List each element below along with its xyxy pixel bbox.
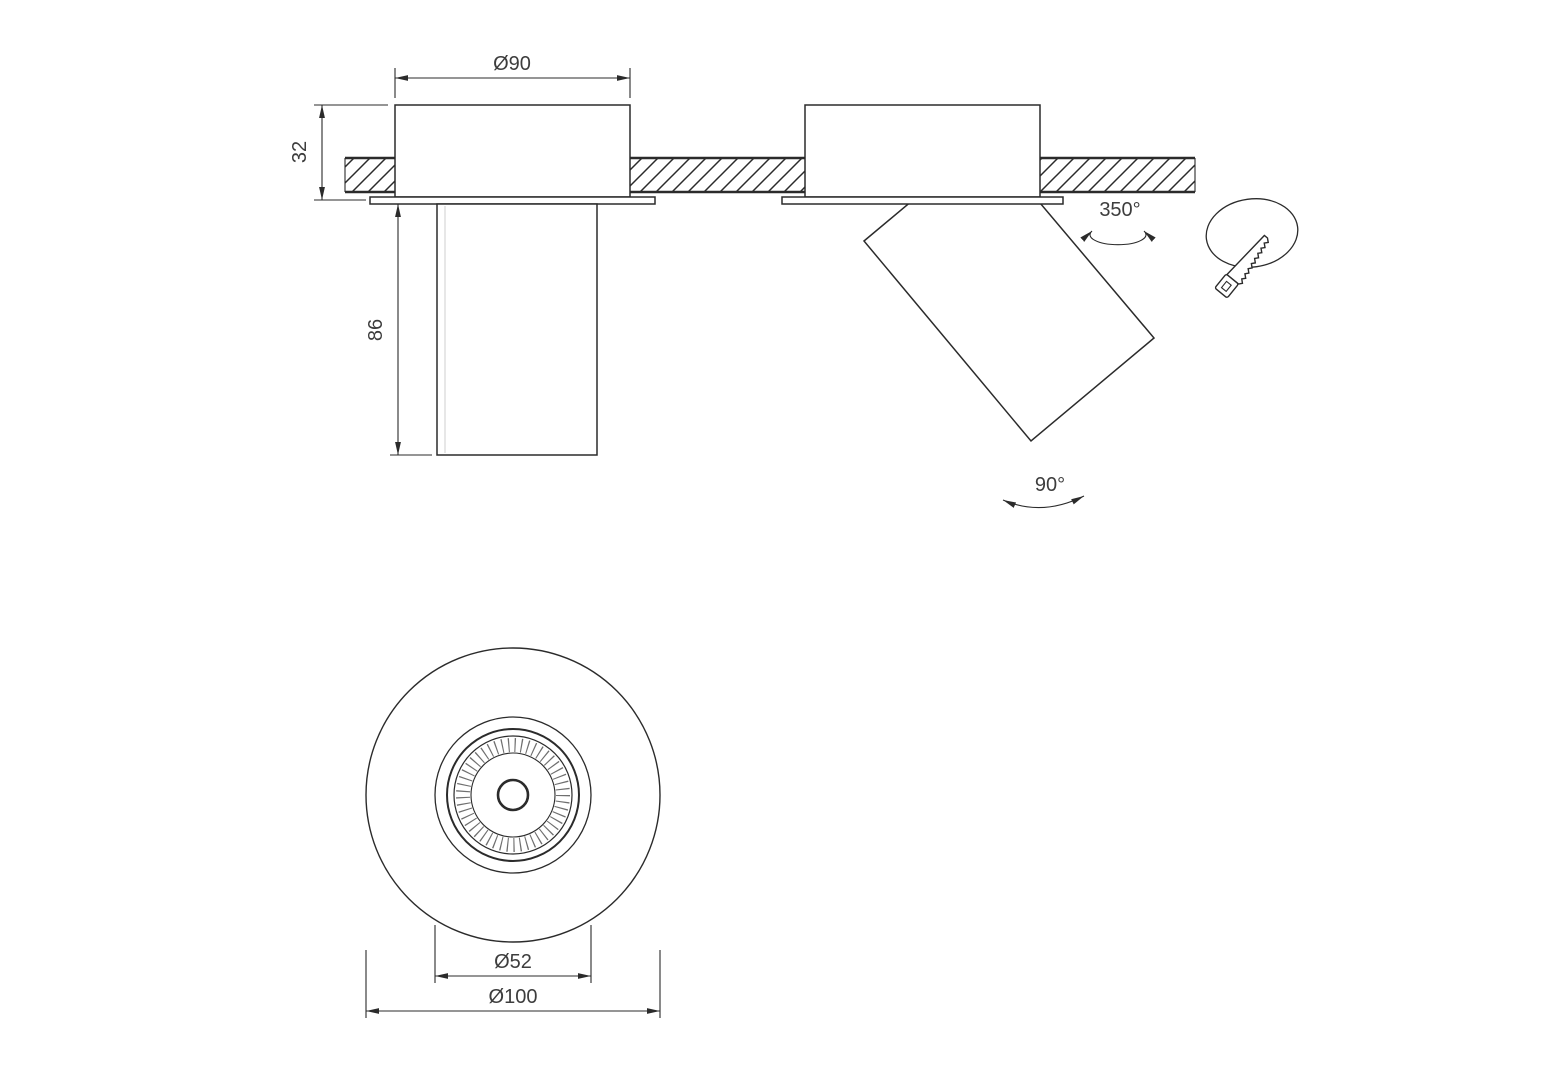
dim-label-diameter-90: Ø90 — [493, 53, 531, 75]
saw-icon — [1214, 234, 1270, 298]
mounting-flange-left — [369, 196, 656, 205]
tilt-angle-label: 90° — [1035, 474, 1065, 496]
rotation-annotation: 350° — [1080, 199, 1156, 246]
dim-label-depth-32: 32 — [289, 141, 311, 163]
dimension-diameter-52: Ø52 — [434, 925, 592, 983]
dim-label-diameter-52: Ø52 — [494, 951, 532, 973]
fixture-housing-left — [394, 104, 631, 198]
ceiling-hatch-segment — [345, 158, 395, 192]
ceiling-section — [344, 156, 1196, 194]
dimension-height-86: 86 — [365, 204, 432, 456]
bezel-outer-circle — [446, 728, 580, 862]
fixture-housing-right — [804, 104, 1041, 198]
bottom-view: Ø52 Ø100 — [365, 647, 661, 1018]
dimension-diameter-100: Ø100 — [365, 950, 661, 1018]
led-center-circle — [496, 778, 530, 812]
rotation-arrow — [1080, 230, 1156, 246]
tilt-annotation: 90° — [1002, 474, 1085, 509]
tilted-view: 350° 90° — [781, 104, 1299, 509]
dimension-depth-32: 32 — [289, 104, 388, 201]
front-view: Ø90 32 86 — [289, 53, 656, 456]
dim-label-diameter-100: Ø100 — [489, 986, 538, 1008]
ceiling-hatch-segment — [630, 158, 805, 192]
trim-inner-circle — [434, 716, 592, 874]
mounting-flange-right — [781, 196, 1064, 205]
reflector-inner-circle — [470, 752, 556, 838]
tilted-cylinder-body — [862, 204, 1156, 443]
cutout-hole-ellipse — [1205, 198, 1299, 268]
rotation-angle-label: 350° — [1099, 199, 1140, 221]
cylinder-body — [436, 203, 598, 456]
tilt-arrow — [1002, 495, 1085, 509]
dimension-diameter-90: Ø90 — [394, 53, 631, 98]
dim-label-height-86: 86 — [365, 319, 387, 341]
bezel-inner-circle — [453, 735, 573, 855]
reflector-facets — [456, 738, 570, 852]
ceiling-hatch-segment — [1040, 158, 1195, 192]
cutout-pictogram — [1205, 198, 1299, 298]
